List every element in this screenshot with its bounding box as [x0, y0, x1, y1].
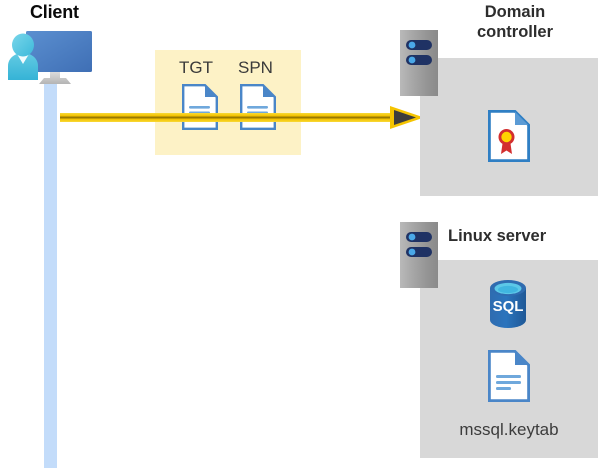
client-to-dc-arrow: [60, 104, 425, 132]
tgt-label: TGT: [179, 58, 213, 77]
keytab-filename-label: mssql.keytab: [459, 420, 559, 439]
sql-icon-text: SQL: [493, 298, 524, 315]
token-highlight-box: [155, 50, 301, 155]
spn-label: SPN: [238, 58, 273, 77]
domain-controller-server-icon: [400, 30, 438, 96]
linux-server-icon: [400, 222, 438, 288]
domain-controller-title-line1: Domain: [484, 3, 546, 21]
client-lifeline: [44, 78, 57, 468]
linux-server-title: Linux server: [448, 227, 547, 245]
domain-controller-title-line2: controller: [476, 23, 554, 41]
domain-controller-title: Domain controller: [440, 2, 590, 42]
client-label: Client: [30, 2, 79, 22]
certificate-document-icon: [488, 110, 530, 162]
sql-database-icon: SQL: [483, 278, 533, 330]
keytab-document-icon: [488, 350, 530, 402]
client-workstation-icon: [4, 26, 102, 94]
